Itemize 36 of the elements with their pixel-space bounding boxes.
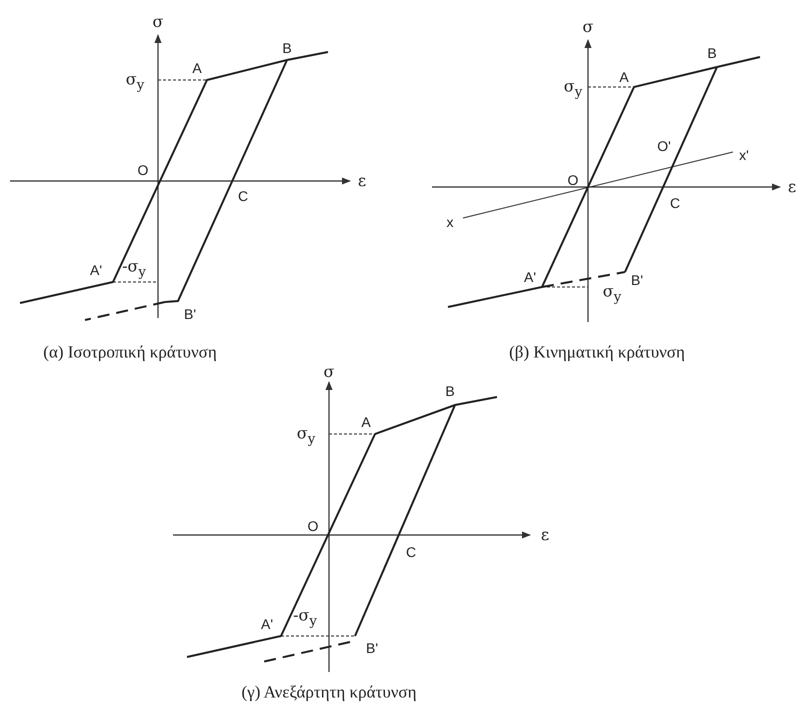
axis-label: ε — [788, 179, 796, 195]
point-label: A — [192, 61, 202, 75]
axis-label: σ — [582, 19, 594, 35]
axis-label: ε — [358, 173, 366, 189]
point-label: x — [446, 215, 454, 229]
point-label: O' — [657, 139, 671, 153]
figure-caption: (β) Κινηματική κράτυνση — [509, 344, 685, 360]
figure-caption: (α) Ισοτροπική κράτυνση — [43, 344, 217, 360]
point-label: C — [670, 196, 680, 210]
point-label: B' — [631, 273, 643, 287]
point-label: B' — [366, 641, 378, 655]
yield-stress-label: -σ$_{y}$ — [122, 258, 146, 280]
axis-label: σ — [152, 14, 164, 30]
point-label: B — [707, 46, 717, 60]
axis-label: ε — [540, 527, 550, 543]
yield-stress-label: -σ$_{y}$ — [293, 608, 317, 628]
point-label: O — [568, 173, 578, 187]
yield-stress-label: σ$_{y}$ — [126, 72, 144, 92]
point-label: C — [238, 189, 248, 203]
point-label: B' — [184, 307, 196, 321]
point-label: C — [406, 545, 416, 559]
point-label: x' — [739, 148, 749, 162]
point-label: A' — [90, 263, 102, 277]
point-label: A' — [524, 270, 536, 284]
point-label: A — [361, 415, 371, 429]
point-label: O — [308, 519, 318, 533]
axis-label: σ — [324, 364, 334, 380]
point-label: A' — [261, 617, 273, 631]
point-label: B — [282, 41, 292, 55]
yield-stress-label: σ$_{y}$ — [564, 78, 582, 100]
point-label: B — [445, 384, 455, 398]
yield-stress-label: σ$_{y}$ — [602, 284, 622, 304]
figure-caption: (γ) Ανεξάρτητη κράτυνση — [242, 684, 416, 700]
point-label: O — [138, 163, 148, 177]
yield-stress-label: σ$_{y}$ — [296, 426, 316, 446]
point-label: A — [619, 70, 629, 84]
